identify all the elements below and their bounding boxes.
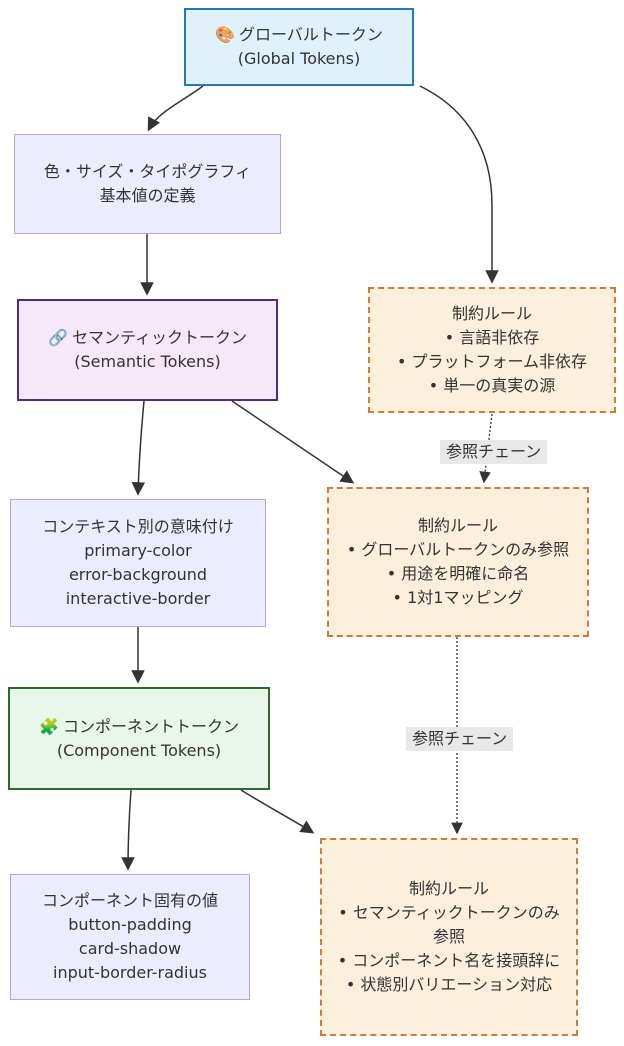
edge-label-ref-chain-1: 参照チェーン bbox=[440, 440, 548, 465]
rules-title: 制約ルール bbox=[451, 304, 532, 323]
description-line: error-background bbox=[68, 565, 208, 584]
description-line: primary-color bbox=[84, 541, 192, 560]
node-title: セマンティックトークン bbox=[71, 328, 247, 347]
edge-component-to-desc bbox=[121, 789, 135, 871]
node-semantic-description: コンテキスト別の意味付け primary-color error-backgro… bbox=[10, 499, 266, 627]
description-line: 基本値の定義 bbox=[99, 186, 196, 205]
edge-semantic-to-rules bbox=[231, 400, 355, 484]
edge-global-to-desc bbox=[147, 85, 204, 132]
node-component-description: コンポーネント固有の値 button-padding card-shadow i… bbox=[10, 874, 250, 1000]
node-subtitle: (Global Tokens) bbox=[237, 49, 361, 68]
node-subtitle: (Component Tokens) bbox=[56, 740, 222, 760]
description-line: interactive-border bbox=[65, 589, 211, 608]
rules-title: 制約ルール bbox=[417, 516, 498, 535]
description-line: card-shadow bbox=[78, 939, 182, 958]
node-global-description: 色・サイズ・タイポグラフィ 基本値の定義 bbox=[14, 134, 281, 234]
link-icon: 🔗 bbox=[48, 328, 68, 347]
node-component-tokens: 🧩コンポーネントトークン (Component Tokens) bbox=[8, 687, 270, 790]
rules-item: 単一の真実の源 bbox=[397, 374, 587, 398]
node-title-row: 🧩コンポーネントトークン bbox=[39, 715, 239, 739]
rules-item: コンポーネント名を接頭辞に bbox=[336, 949, 562, 973]
description-line: 色・サイズ・タイポグラフィ bbox=[43, 162, 252, 181]
edge-component-to-rules bbox=[240, 789, 315, 834]
node-title: グローバルトークン bbox=[239, 25, 383, 44]
description-line: コンポーネント固有の値 bbox=[41, 891, 218, 910]
node-semantic-rules: 制約ルール グローバルトークンのみ参照 用途を明確に命名 1対1マッピング bbox=[327, 487, 589, 637]
node-title-row: 🔗セマンティックトークン bbox=[48, 326, 247, 350]
node-subtitle: (Semantic Tokens) bbox=[74, 352, 221, 371]
node-title: コンポーネントトークン bbox=[62, 716, 239, 736]
rules-list: グローバルトークンのみ参照 用途を明確に命名 1対1マッピング bbox=[347, 538, 569, 610]
node-component-rules: 制約ルール セマンティックトークンのみ参照 コンポーネント名を接頭辞に 状態別バ… bbox=[320, 838, 578, 1036]
puzzle-icon: 🧩 bbox=[39, 716, 59, 736]
rules-item: 言語非依存 bbox=[397, 326, 587, 350]
rules-item: 用途を明確に命名 bbox=[347, 562, 569, 586]
description-line: input-border-radius bbox=[53, 963, 207, 982]
rules-list: 言語非依存 プラットフォーム非依存 単一の真実の源 bbox=[397, 326, 588, 398]
node-semantic-tokens: 🔗セマンティックトークン (Semantic Tokens) bbox=[17, 299, 278, 401]
edge-label-ref-chain-2: 参照チェーン bbox=[406, 727, 514, 752]
rules-item: 1対1マッピング bbox=[347, 586, 569, 610]
edge-semantic-to-desc bbox=[131, 400, 146, 496]
edge-global-to-rules bbox=[419, 85, 499, 284]
node-title-row: 🎨グローバルトークン bbox=[215, 23, 383, 47]
rules-list: セマンティックトークンのみ参照 コンポーネント名を接頭辞に 状態別バリエーション… bbox=[336, 901, 562, 997]
rules-item: プラットフォーム非依存 bbox=[397, 350, 588, 374]
rules-item: グローバルトークンのみ参照 bbox=[347, 538, 569, 562]
palette-icon: 🎨 bbox=[215, 25, 236, 44]
node-global-rules: 制約ルール 言語非依存 プラットフォーム非依存 単一の真実の源 bbox=[368, 287, 616, 413]
description-line: コンテキスト別の意味付け bbox=[42, 517, 234, 536]
description-line: button-padding bbox=[68, 915, 192, 934]
rules-item: 状態別バリエーション対応 bbox=[336, 973, 562, 997]
rules-item: セマンティックトークンのみ参照 bbox=[336, 901, 562, 949]
node-global-tokens: 🎨グローバルトークン (Global Tokens) bbox=[184, 8, 414, 86]
rules-title: 制約ルール bbox=[408, 879, 489, 898]
